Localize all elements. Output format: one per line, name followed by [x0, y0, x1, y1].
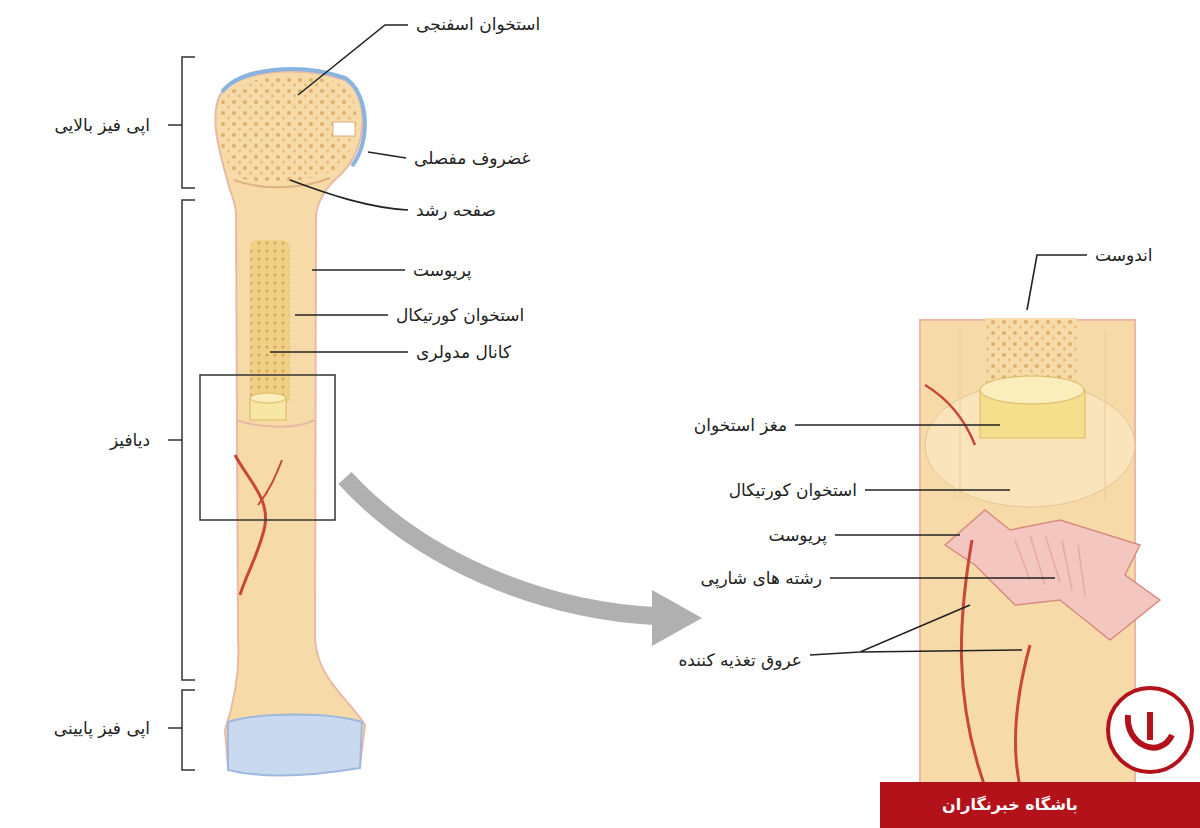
part-label: استخوان کورتیکال [396, 305, 524, 325]
part-label: مغز استخوان [694, 415, 787, 435]
part-label: عروق تغذیه کننده [678, 650, 802, 670]
watermark: باشگاه خبرنگاران [942, 795, 1078, 814]
part-label: غضروف مفصلی [414, 148, 531, 168]
region-label: اپی فیز بالایی [54, 115, 150, 135]
part-label: پریوست [413, 260, 472, 280]
part-label: صفحه رشد [416, 200, 496, 220]
part-label: پریوست [768, 525, 827, 545]
part-label: رشته های شارپی [701, 568, 823, 588]
region-label: دیافیز [110, 430, 150, 450]
part-label: استخوان کورتیکال [729, 480, 857, 500]
part-label: کانال مدولری [416, 342, 511, 362]
part-label: اندوست [1095, 245, 1153, 265]
part-label: استخوان اسفنجی [416, 14, 540, 34]
region-label: اپی فیز پایینی [54, 718, 150, 738]
